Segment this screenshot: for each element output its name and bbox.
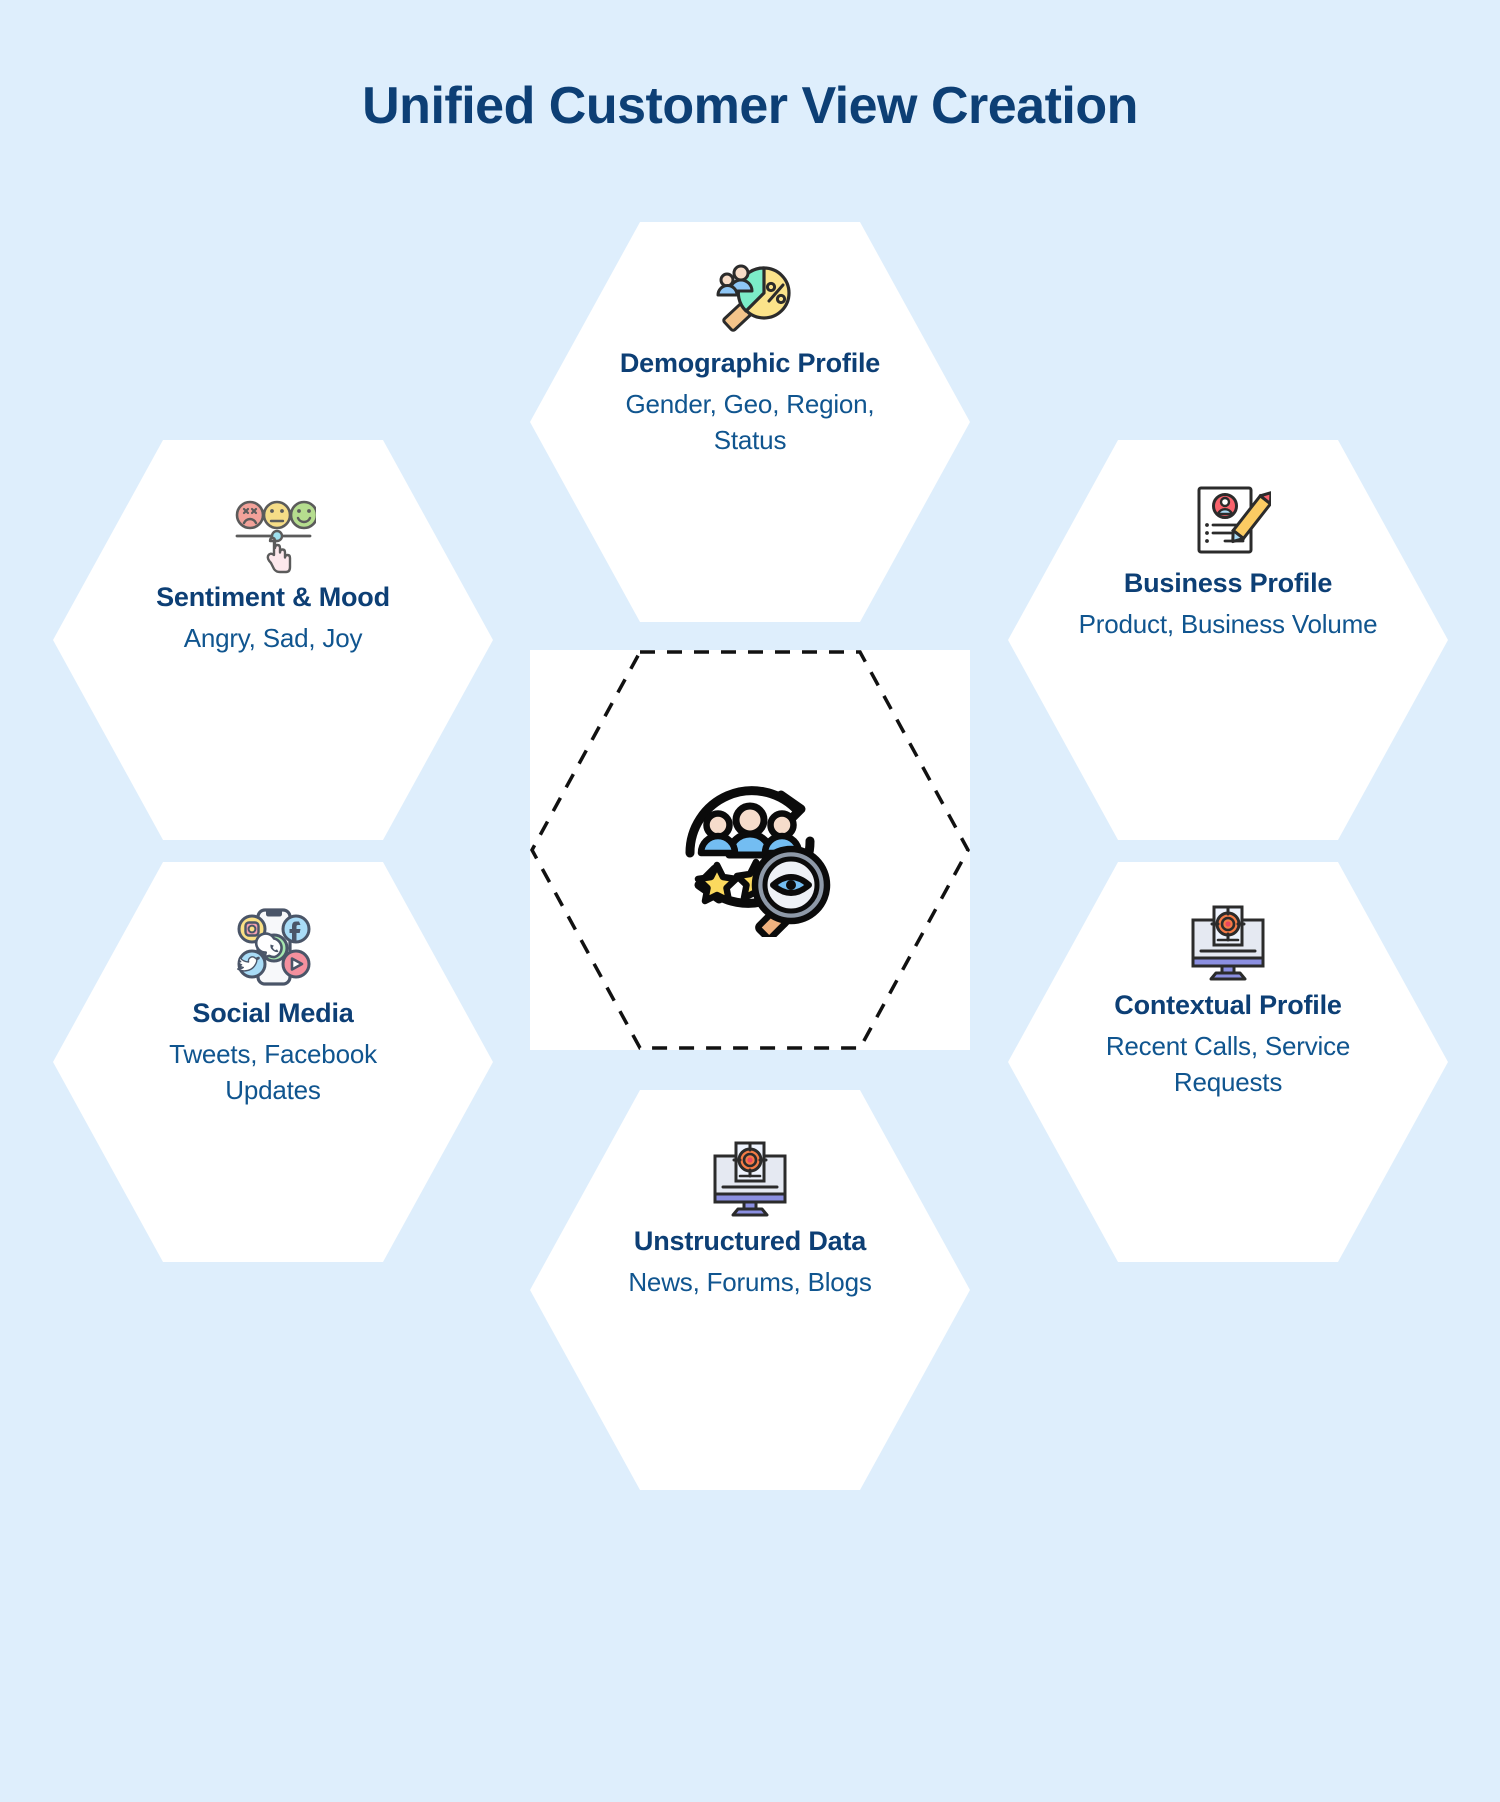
profile-document-pencil-icon [1185, 480, 1271, 560]
hexagon-contextual-profile[interactable]: Contextual Profile Recent Calls, Service… [1008, 862, 1448, 1262]
node-title: Contextual Profile [1114, 990, 1342, 1020]
hexagon-demographic-profile[interactable]: Demographic Profile Gender, Geo, Region,… [530, 222, 970, 622]
satisfaction-rating-icon [230, 498, 316, 574]
hexagon-business-profile[interactable]: Business Profile Product, Business Volum… [1008, 440, 1448, 840]
node-description: Recent Calls, Service Requests [1105, 1030, 1351, 1098]
node-title: Business Profile [1123, 568, 1333, 598]
hexagon-center-unified-view[interactable] [530, 650, 970, 1050]
page-title: Unified Customer View Creation [362, 77, 1138, 135]
node-description: Tweets, Facebook Updates [169, 1038, 377, 1106]
customer-insight-icon [655, 757, 845, 937]
hexagon-sentiment-mood[interactable]: Sentiment & Mood Angry, Sad, Joy [53, 440, 493, 840]
node-description: Angry, Sad, Joy [183, 622, 363, 653]
hexagon-social-media[interactable]: Social Media Tweets, Facebook Updates [53, 862, 493, 1262]
node-title: Social Media [192, 998, 354, 1028]
node-title: Demographic Profile [619, 348, 881, 378]
node-description: Product, Business Volume [1078, 608, 1378, 639]
node-description: News, Forums, Blogs [628, 1266, 872, 1297]
monitor-target-icon [705, 1138, 795, 1218]
pie-chart-audience-icon [707, 260, 793, 340]
node-title: Unstructured Data [633, 1226, 867, 1256]
monitor-target-icon [1183, 902, 1273, 982]
node-description: Gender, Geo, Region, Status [625, 388, 875, 456]
hexagon-unstructured-data[interactable]: Unstructured Data News, Forums, Blogs [530, 1090, 970, 1490]
node-title: Sentiment & Mood [156, 582, 390, 612]
social-apps-phone-icon [228, 904, 318, 990]
